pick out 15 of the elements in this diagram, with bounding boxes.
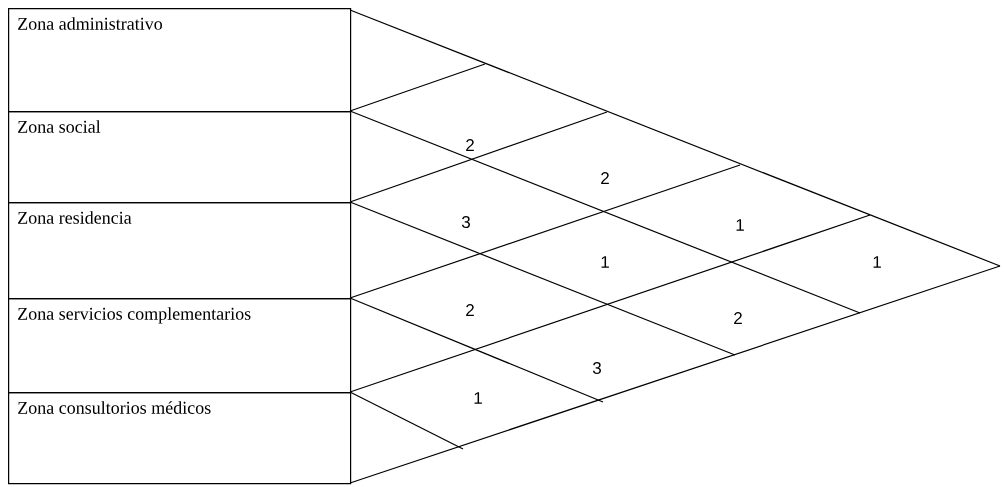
zone-cell: Zona servicios complementarios <box>8 298 352 394</box>
relation-value: 3 <box>461 216 470 228</box>
relation-value: 2 <box>466 304 474 316</box>
relation-value: 1 <box>601 256 609 268</box>
zone-cell: Zona consultorios médicos <box>8 392 352 485</box>
relation-value: 1 <box>474 392 482 404</box>
relation-value: 2 <box>734 312 742 324</box>
zone-cell: Zona administrativo <box>8 8 352 113</box>
relation-value: 1 <box>873 256 881 268</box>
zone-cell: Zona residencia <box>8 202 352 300</box>
relation-value: 1 <box>736 219 744 231</box>
relation-value: 2 <box>466 139 474 151</box>
relation-value: 2 <box>601 172 609 184</box>
zone-cell: Zona social <box>8 111 352 204</box>
relation-value: 3 <box>592 361 601 374</box>
